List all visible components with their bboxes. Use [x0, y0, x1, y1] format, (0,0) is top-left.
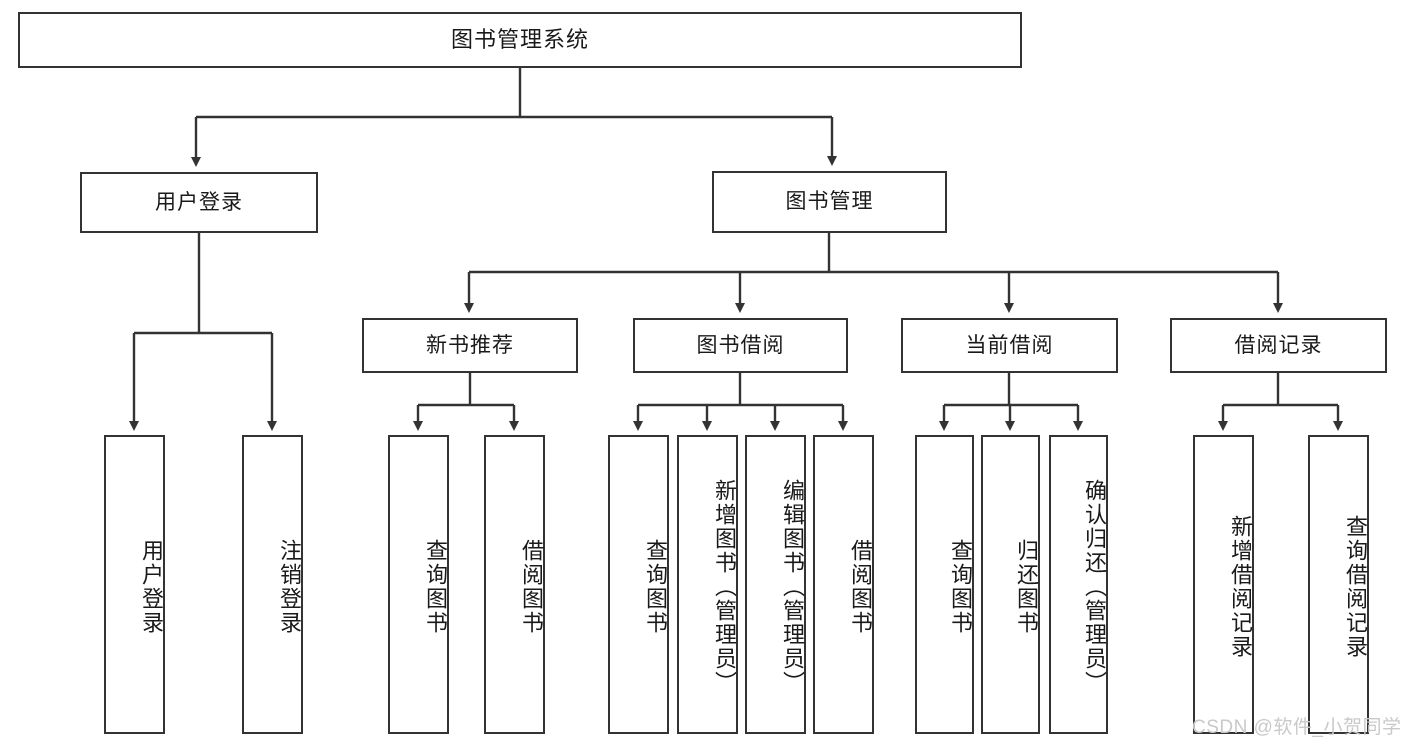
node-leaf-user-login-label: 用户登录 [139, 538, 164, 635]
node-leaf-borrow-book[interactable]: 借阅图书 [813, 435, 874, 734]
node-current-borrow[interactable]: 当前借阅 [901, 318, 1118, 373]
node-root-label: 图书管理系统 [450, 26, 589, 52]
node-leaf-user-login[interactable]: 用户登录 [104, 435, 165, 734]
node-leaf-logout-login[interactable]: 注销登录 [242, 435, 303, 734]
node-leaf-query-book-current[interactable]: 查询图书 [915, 435, 974, 734]
node-leaf-return-book-label: 归还图书 [1014, 538, 1039, 635]
node-leaf-edit-book-admin-label: 编辑图书（管理员） [780, 478, 805, 695]
node-leaf-query-book-borrow-label: 查询图书 [643, 538, 668, 635]
node-book-management[interactable]: 图书管理 [712, 171, 947, 233]
node-new-book-recommend-label: 新书推荐 [426, 333, 514, 357]
node-new-book-recommend[interactable]: 新书推荐 [362, 318, 578, 373]
node-leaf-add-borrow-record[interactable]: 新增借阅记录 [1193, 435, 1254, 734]
node-root[interactable]: 图书管理系统 [18, 12, 1022, 68]
node-leaf-borrow-book-label: 借阅图书 [848, 538, 873, 635]
node-user-login[interactable]: 用户登录 [80, 172, 318, 233]
node-leaf-query-borrow-record-label: 查询借阅记录 [1343, 514, 1368, 659]
node-leaf-query-book-current-label: 查询图书 [948, 538, 973, 635]
node-leaf-borrow-book-recommend[interactable]: 借阅图书 [484, 435, 545, 734]
node-leaf-query-book-borrow[interactable]: 查询图书 [608, 435, 669, 734]
node-leaf-add-book-admin-label: 新增图书（管理员） [712, 478, 737, 695]
node-leaf-query-book-recommend-label: 查询图书 [423, 538, 448, 635]
node-current-borrow-label: 当前借阅 [965, 333, 1054, 357]
node-leaf-logout-login-label: 注销登录 [277, 538, 302, 635]
node-leaf-return-book[interactable]: 归还图书 [981, 435, 1040, 734]
node-book-management-label: 图书管理 [785, 190, 874, 214]
node-borrow-records-label: 借阅记录 [1234, 333, 1323, 357]
node-leaf-borrow-book-recommend-label: 借阅图书 [519, 538, 544, 635]
node-leaf-edit-book-admin[interactable]: 编辑图书（管理员） [745, 435, 806, 734]
node-borrow-records[interactable]: 借阅记录 [1170, 318, 1387, 373]
node-leaf-query-book-recommend[interactable]: 查询图书 [388, 435, 449, 734]
node-user-login-label: 用户登录 [155, 190, 243, 214]
node-book-borrow-label: 图书借阅 [696, 333, 785, 357]
node-leaf-query-borrow-record[interactable]: 查询借阅记录 [1308, 435, 1369, 734]
node-leaf-confirm-return-admin[interactable]: 确认归还（管理员） [1049, 435, 1108, 734]
node-leaf-add-borrow-record-label: 新增借阅记录 [1228, 514, 1253, 659]
node-leaf-confirm-return-admin-label: 确认归还（管理员） [1082, 478, 1107, 695]
node-book-borrow[interactable]: 图书借阅 [633, 318, 848, 373]
node-leaf-add-book-admin[interactable]: 新增图书（管理员） [677, 435, 738, 734]
